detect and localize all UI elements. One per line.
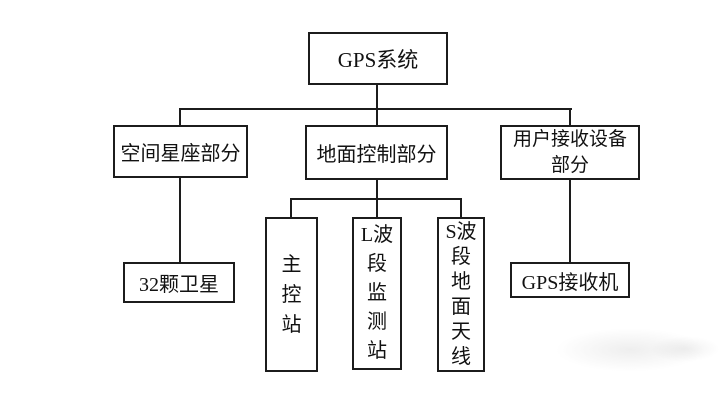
node-ground-segment: 地面控制部分 (305, 125, 448, 180)
node-user-segment-label: 用户接收设备 部分 (512, 128, 627, 176)
node-s-band-ground-antenna-label: S波 段 地 面 天 线 (445, 220, 477, 368)
node-space-segment: 空间星座部分 (113, 125, 248, 178)
scan-smudge (555, 328, 705, 372)
node-master-station-label: 主 控 站 (281, 253, 302, 336)
node-gps-receiver: GPS接收机 (510, 262, 630, 298)
scan-smudge (650, 336, 720, 362)
node-l-band-monitor-station-label: L波 段 监 测 站 (360, 224, 394, 362)
connector-user-to-receiver (569, 180, 571, 262)
node-user-segment: 用户接收设备 部分 (500, 125, 640, 180)
connector-ground-down (376, 180, 378, 198)
node-master-station: 主 控 站 (265, 217, 318, 372)
connector-drop-ground (376, 110, 378, 125)
connector-level1-rail (179, 108, 572, 110)
node-satellites-label: 32颗卫星 (139, 274, 219, 296)
node-ground-segment-label: 地面控制部分 (316, 144, 437, 166)
connector-gps-down (376, 85, 378, 109)
connector-drop-lband (376, 200, 378, 217)
node-gps-system-label: GPS系统 (337, 47, 419, 72)
node-s-band-ground-antenna: S波 段 地 面 天 线 (437, 217, 485, 372)
connector-level2-rail (290, 198, 462, 200)
node-space-segment-label: 空间星座部分 (120, 143, 241, 165)
connector-drop-master (290, 200, 292, 217)
connector-drop-user (569, 110, 571, 125)
node-gps-system: GPS系统 (308, 32, 448, 85)
connector-drop-space (179, 110, 181, 125)
node-satellites: 32颗卫星 (123, 262, 235, 303)
connector-space-to-satellites (179, 178, 181, 262)
node-l-band-monitor-station: L波 段 监 测 站 (352, 217, 402, 370)
node-gps-receiver-label: GPS接收机 (521, 271, 619, 294)
connector-drop-sband (460, 200, 462, 217)
